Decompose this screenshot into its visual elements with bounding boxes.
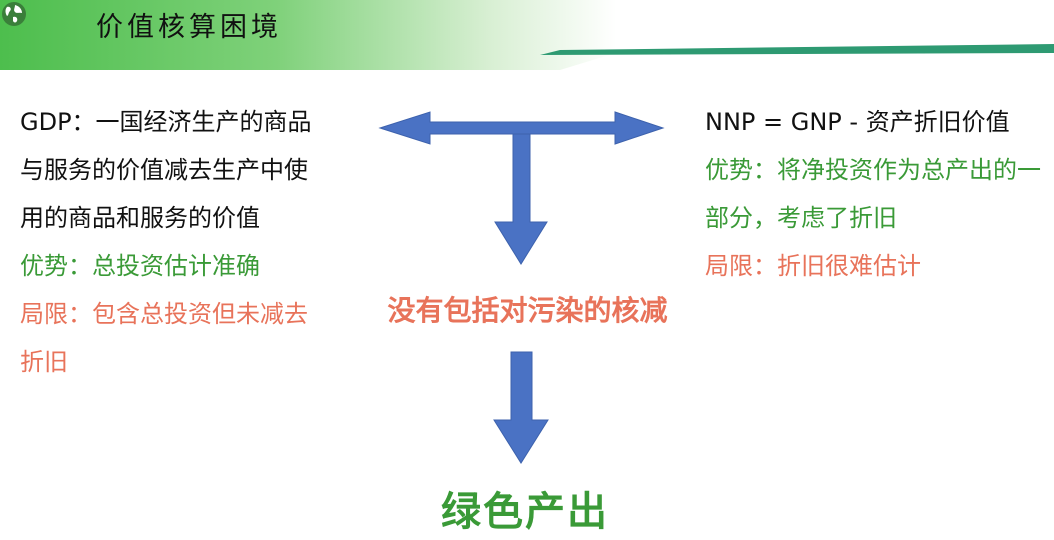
- arrow-down-lower: [493, 351, 549, 464]
- nnp-limitation: 局限：折旧很难估计: [705, 252, 921, 280]
- page-title: 价值核算困境: [96, 12, 282, 43]
- green-output-label: 绿色产出: [441, 489, 609, 535]
- nnp-block: NNP = GNP - 资产折旧价值 优势：将净投资作为总产出的一部分，考虑了折…: [705, 98, 1045, 290]
- globe-icon: [2, 2, 26, 26]
- nnp-formula: NNP = GNP - 资产折旧价值: [705, 108, 1010, 136]
- double-arrow-horizontal: [378, 111, 665, 145]
- gdp-definition: GDP：一国经济生产的商品与服务的价值减去生产中使用的商品和服务的价值: [20, 108, 312, 232]
- gdp-block: GDP：一国经济生产的商品与服务的价值减去生产中使用的商品和服务的价值 优势：总…: [20, 98, 325, 386]
- gdp-limitation: 局限：包含总投资但未减去折旧: [20, 300, 308, 376]
- arrow-down-upper: [494, 133, 548, 265]
- title-bar: 价值核算困境: [0, 0, 1054, 72]
- gdp-advantage: 优势：总投资估计准确: [20, 252, 260, 280]
- pollution-note: 没有包括对污染的核减: [387, 294, 668, 327]
- nnp-advantage: 优势：将净投资作为总产出的一部分，考虑了折旧: [705, 156, 1041, 232]
- title-bar-background: [0, 0, 1054, 70]
